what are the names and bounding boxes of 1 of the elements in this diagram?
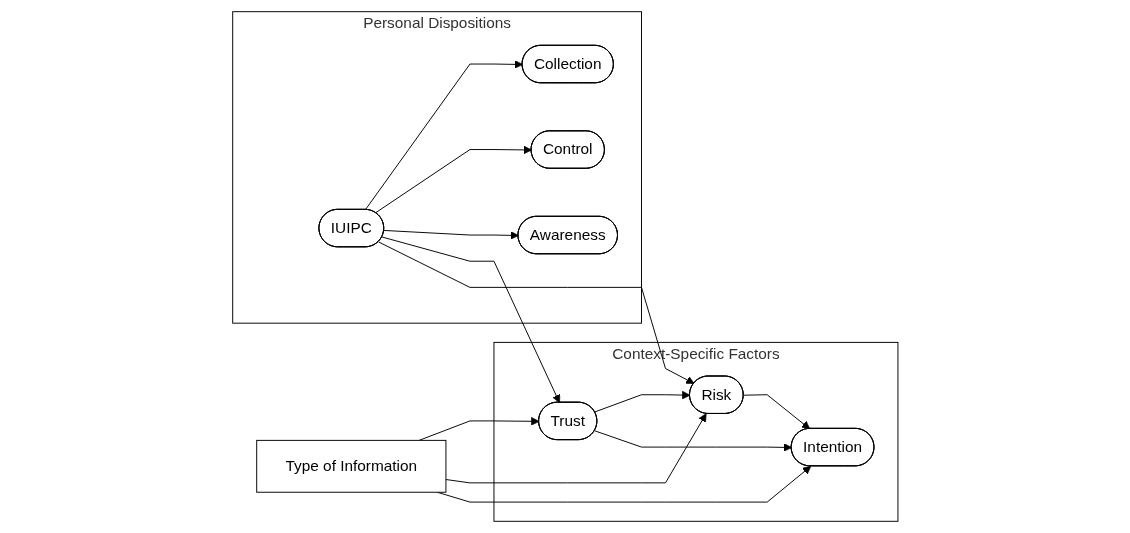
node-box: Type of Information (255, 439, 447, 493)
